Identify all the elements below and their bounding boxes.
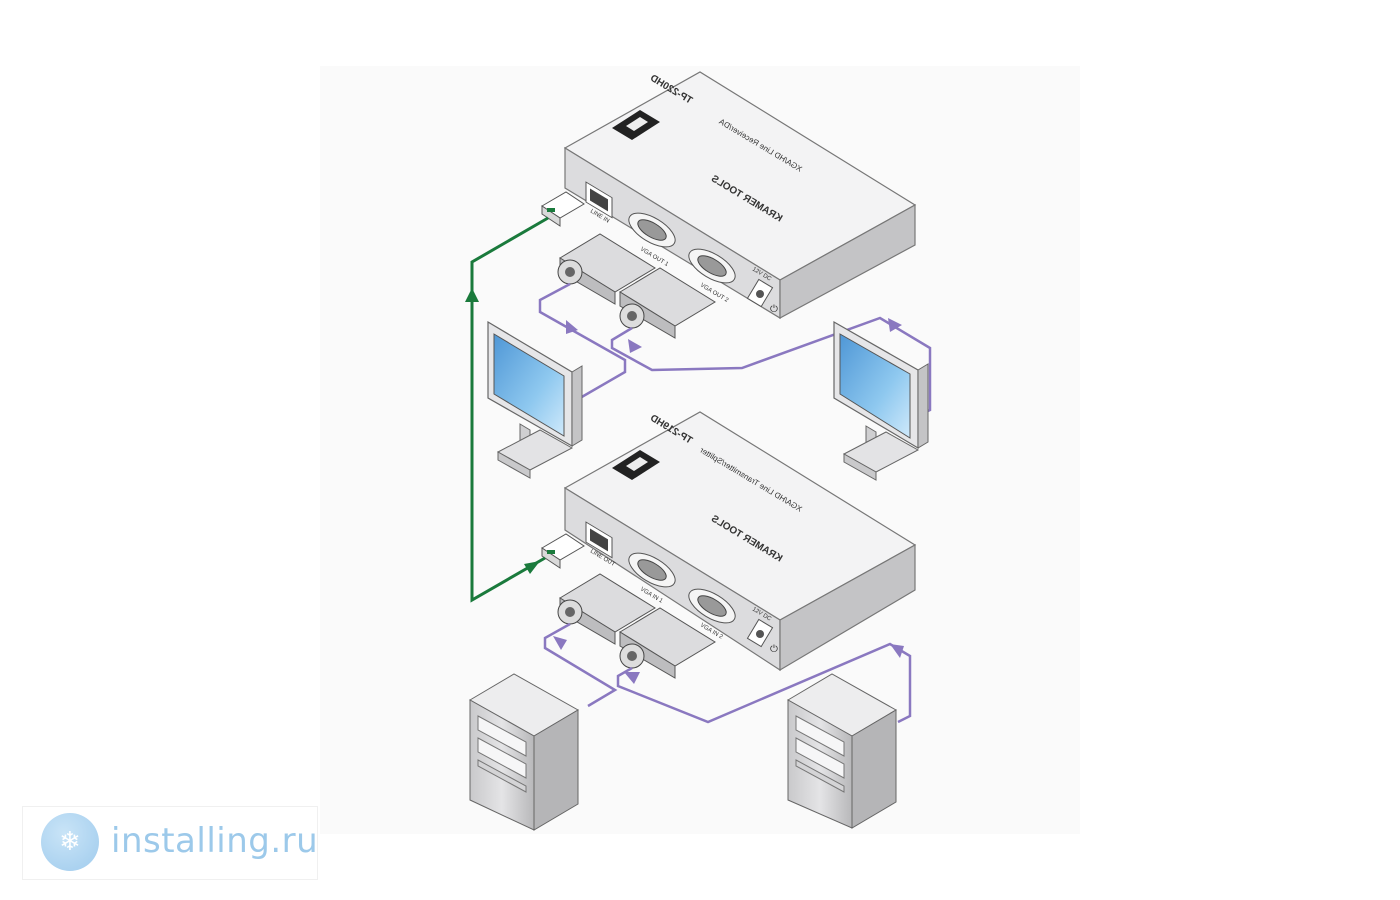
watermark-text: installing.ru (111, 821, 319, 861)
arrow-icon (566, 320, 578, 334)
pc-tower-icon (786, 673, 898, 829)
kramer-logo-icon (612, 110, 660, 140)
arrow-icon (624, 672, 640, 684)
watermark: ❄ installing.ru (22, 806, 318, 880)
monitor-icon (833, 320, 929, 481)
arrow-icon (553, 636, 567, 650)
vga-cable-top-right (610, 316, 932, 418)
arrow-icon (465, 288, 479, 302)
pc-tower-icon (468, 673, 580, 831)
vga-cable-top-left (538, 282, 627, 400)
vga-cable-bottom-right (616, 642, 912, 724)
vga-connector-icon (619, 267, 716, 339)
rj45-plug-icon (541, 533, 585, 569)
snowflake-icon: ❄ (59, 827, 81, 857)
arrow-icon (890, 644, 904, 658)
arrow-icon (888, 318, 902, 332)
arrow-icon (628, 339, 642, 353)
arrow-icon (524, 561, 540, 574)
snowflake-logo-icon: ❄ (41, 813, 99, 871)
rj45-plug-icon (541, 191, 585, 227)
line-cable (470, 216, 549, 603)
power-icon: ⏻ (770, 304, 778, 315)
vga-connector-icon (619, 607, 716, 679)
transmitter-device: TP-219HD XGA/HD Line Transmitter/Splitte… (563, 411, 917, 672)
power-icon: ⏻ (770, 644, 778, 655)
vga-cable-bottom-left (543, 622, 618, 708)
vga-connector-icon (557, 573, 656, 645)
kramer-logo-icon (612, 450, 660, 480)
receiver-device: TP-220HD XGA/HD Line Receiver/DA KRAMER … (563, 71, 917, 320)
monitor-icon (487, 320, 583, 479)
